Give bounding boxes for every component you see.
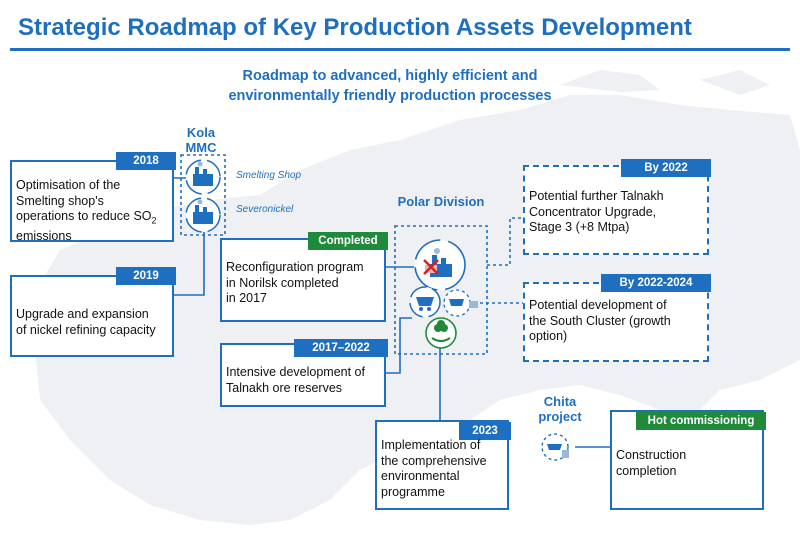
box-line: environmental bbox=[381, 469, 460, 483]
box-line: Potential further Talnakh bbox=[529, 189, 664, 203]
year-badge: 2018 bbox=[116, 152, 176, 170]
box-line: completion bbox=[616, 463, 677, 478]
polar-division-label: Polar Division bbox=[397, 194, 485, 209]
box-line: Reconfiguration program bbox=[226, 260, 364, 274]
page-title: Strategic Roadmap of Key Production Asse… bbox=[18, 14, 692, 41]
factory-icon bbox=[185, 159, 221, 195]
page-subtitle: Roadmap to advanced, highly efficient an… bbox=[170, 66, 610, 106]
box-line: programme bbox=[381, 484, 445, 499]
box-line: Implementation of bbox=[381, 438, 481, 452]
kola-label-line-2: MMC bbox=[185, 140, 217, 155]
box-text: Implementation of the comprehensive envi… bbox=[381, 438, 503, 500]
box-line: in Norilsk completed bbox=[226, 275, 339, 290]
box-line: of nickel refining capacity bbox=[16, 322, 156, 337]
box-line: Optimisation of the bbox=[16, 178, 121, 192]
roadmap-box-2019: 2019 Upgrade and expansion of nickel ref… bbox=[10, 267, 176, 357]
roadmap-box-2018: 2018 Optimisation of the Smelting shop's… bbox=[10, 152, 176, 245]
box-line-part: operations to reduce SO bbox=[16, 209, 152, 223]
roadmap-box-hot-commissioning: Hot commissioning Construction completio… bbox=[610, 410, 766, 510]
smelting-shop-label: Smelting Shop bbox=[236, 170, 302, 181]
roadmap-box-2017-2022: 2017–2022 Intensive development of Talna… bbox=[220, 339, 388, 407]
subtitle-line-1: Roadmap to advanced, highly efficient an… bbox=[242, 68, 538, 84]
year-badge: 2023 bbox=[459, 422, 511, 440]
box-text: Reconfiguration program in Norilsk compl… bbox=[226, 260, 380, 307]
chita-project-label: Chita project bbox=[528, 394, 592, 424]
factory-icon bbox=[414, 239, 466, 291]
status-badge: Completed bbox=[308, 232, 388, 250]
mine-cart-icon bbox=[409, 286, 441, 318]
title-underline bbox=[10, 48, 790, 51]
kola-mmc-label: Kola MMC bbox=[176, 125, 226, 155]
status-badge: Hot commissioning bbox=[636, 412, 766, 430]
severonickel-label: Severonickel bbox=[236, 204, 294, 215]
year-badge: By 2022-2024 bbox=[601, 274, 711, 292]
box-text: Construction completion bbox=[616, 448, 758, 479]
box-line: Concentrator Upgrade, bbox=[529, 204, 657, 219]
roadmap-box-completed: Completed Reconfiguration program in Nor… bbox=[220, 232, 388, 322]
box-line: emissions bbox=[16, 229, 72, 243]
mine-cart-icon bbox=[443, 289, 478, 317]
subscript: 2 bbox=[151, 215, 157, 226]
chita-label-line-1: Chita bbox=[543, 394, 577, 409]
box-line: Smelting shop's bbox=[16, 193, 104, 208]
box-line: the South Cluster (growth bbox=[529, 313, 671, 328]
box-line: Intensive development of bbox=[226, 365, 365, 379]
chita-label-line-2: project bbox=[538, 409, 582, 424]
eco-leaf-hand-icon bbox=[425, 317, 457, 349]
subtitle-line-2: environmentally friendly production proc… bbox=[228, 88, 552, 104]
roadmap-box-by-2022: By 2022 Potential further Talnakh Concen… bbox=[523, 159, 711, 255]
box-line: in 2017 bbox=[226, 291, 268, 305]
box-text: Upgrade and expansion of nickel refining… bbox=[16, 307, 168, 338]
roadmap-box-by-2022-2024: By 2022-2024 Potential development of th… bbox=[523, 274, 711, 362]
year-badge: By 2022 bbox=[621, 159, 711, 177]
box-line: operations to reduce SO2 bbox=[16, 209, 168, 229]
closed-factory-icon bbox=[423, 259, 439, 275]
box-line: Upgrade and expansion bbox=[16, 307, 149, 321]
refinery-icon bbox=[185, 197, 221, 233]
refinery-icon bbox=[541, 433, 569, 461]
box-text: Optimisation of the Smelting shop's oper… bbox=[16, 178, 168, 245]
box-line: Construction bbox=[616, 448, 687, 462]
roadmap-box-2023: 2023 Implementation of the comprehensive… bbox=[375, 420, 511, 510]
box-line: Stage 3 (+8 Mtpa) bbox=[529, 220, 630, 234]
box-text: Potential development of the South Clust… bbox=[529, 298, 703, 345]
kola-label-line-1: Kola bbox=[186, 125, 216, 140]
year-badge: 2019 bbox=[116, 267, 176, 285]
year-badge: 2017–2022 bbox=[294, 339, 388, 357]
box-line: the comprehensive bbox=[381, 453, 487, 468]
box-text: Intensive development of Talnakh ore res… bbox=[226, 365, 380, 396]
box-line: Potential development of bbox=[529, 298, 667, 312]
box-line: option) bbox=[529, 329, 568, 343]
box-text: Potential further Talnakh Concentrator U… bbox=[529, 189, 703, 236]
box-line: Talnakh ore reserves bbox=[226, 380, 343, 395]
